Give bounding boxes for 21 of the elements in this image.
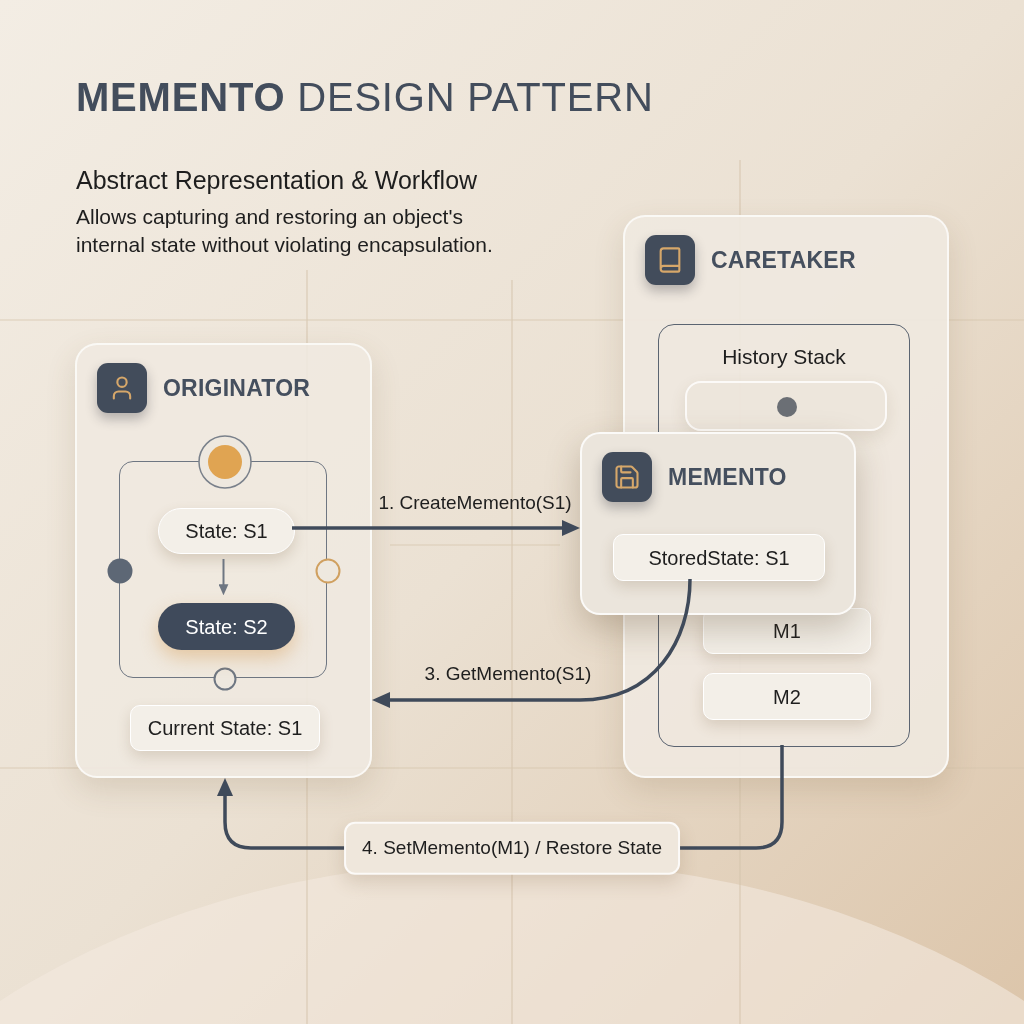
card-heading: MEMENTO [668, 462, 787, 492]
card-heading: ORIGINATOR [163, 373, 311, 403]
state-pill: State: S1 [158, 508, 295, 554]
edge-label: 4. SetMemento(M1) / Restore State [344, 821, 680, 875]
card-heading: CARETAKER [711, 245, 856, 275]
current-state-box: Current State: S1 [130, 705, 320, 751]
originator-card [75, 343, 372, 778]
arrow [372, 578, 692, 708]
memento-card [580, 432, 856, 615]
subtitle: Abstract Representation & Workflow [76, 165, 478, 196]
arrow [218, 558, 229, 596]
stack-item: M2 [703, 673, 871, 720]
description: Allows capturing and restoring an object's internal state without violating encapsulation. [76, 204, 494, 258]
edge-label: 1. CreateMemento(S1) [378, 490, 572, 515]
edge-label: 3. GetMemento(S1) [424, 661, 592, 686]
arrow [292, 520, 580, 536]
stack-heading: History Stack [722, 344, 846, 370]
stack-card [685, 381, 887, 431]
state-pill: State: S2 [158, 603, 295, 650]
title: MEMENTO DESIGN PATTERN [76, 74, 654, 121]
stored-state-box: StoredState: S1 [613, 534, 825, 581]
